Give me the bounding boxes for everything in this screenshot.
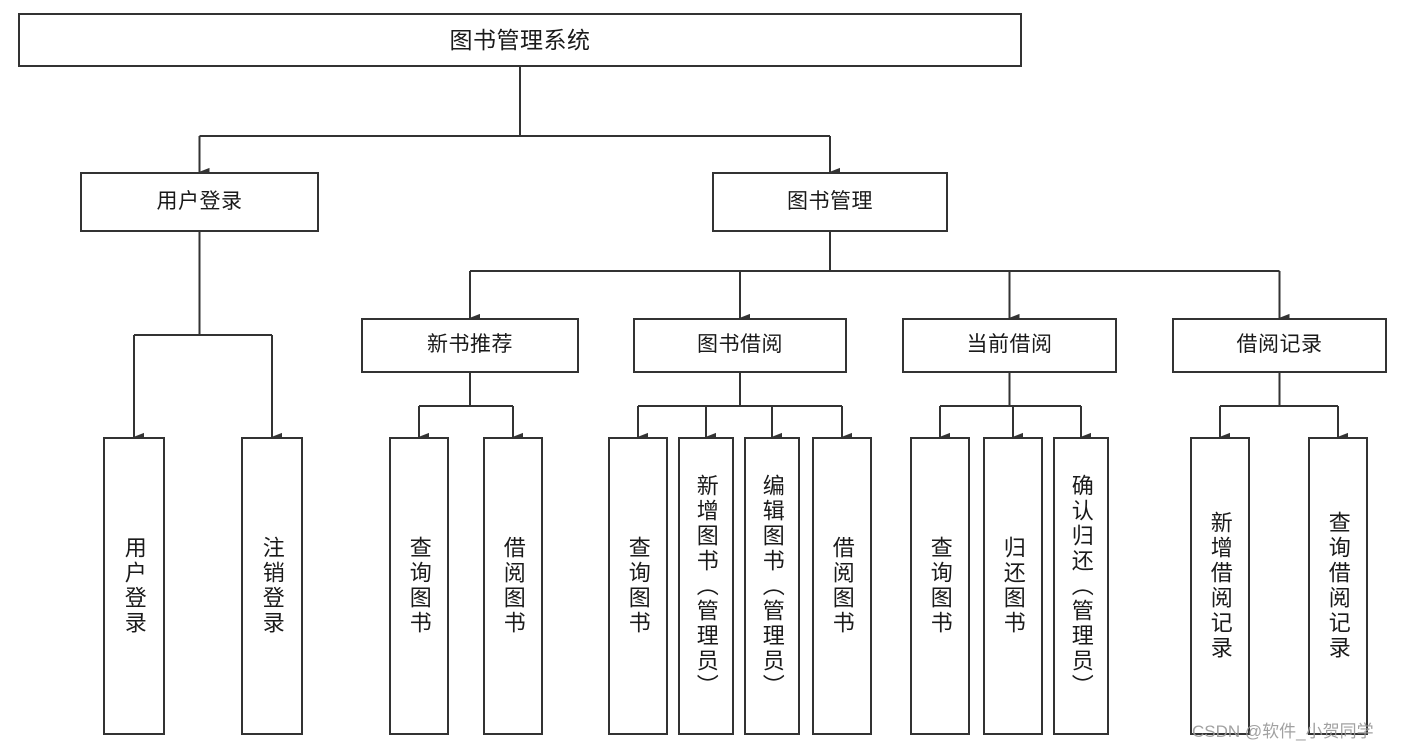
node-leaf_9[interactable]: 归还图书 <box>983 437 1043 735</box>
node-root[interactable]: 图书管理系统 <box>18 13 1022 67</box>
node-label: 图书管理系统 <box>449 26 591 53</box>
node-leaf_0[interactable]: 用户登录 <box>103 437 165 735</box>
node-leaf_2[interactable]: 查询图书 <box>389 437 449 735</box>
node-label: 新书推荐 <box>427 333 513 357</box>
node-l2_1[interactable]: 图书管理 <box>712 172 948 232</box>
node-leaf_3[interactable]: 借阅图书 <box>483 437 543 735</box>
node-label: 新增图书（管理员） <box>693 473 719 699</box>
node-label: 借阅记录 <box>1236 333 1323 357</box>
node-label: 查询图书 <box>406 536 432 636</box>
node-leaf_8[interactable]: 查询图书 <box>910 437 970 735</box>
node-label: 借阅图书 <box>829 536 855 636</box>
node-l3_2[interactable]: 当前借阅 <box>902 318 1117 373</box>
node-l3_3[interactable]: 借阅记录 <box>1172 318 1387 373</box>
node-l2_0[interactable]: 用户登录 <box>80 172 319 232</box>
node-label: 用户登录 <box>156 189 243 213</box>
node-label: 查询借阅记录 <box>1325 511 1351 661</box>
node-leaf_10[interactable]: 确认归还（管理员） <box>1053 437 1109 735</box>
node-label: 图书借阅 <box>697 333 783 357</box>
edge-group <box>132 67 1349 442</box>
node-label: 新增借阅记录 <box>1207 511 1233 661</box>
node-leaf_11[interactable]: 新增借阅记录 <box>1190 437 1250 735</box>
node-l3_0[interactable]: 新书推荐 <box>361 318 579 373</box>
node-leaf_6[interactable]: 编辑图书（管理员） <box>744 437 800 735</box>
node-leaf_1[interactable]: 注销登录 <box>241 437 303 735</box>
node-label: 图书管理 <box>787 189 873 213</box>
node-leaf_5[interactable]: 新增图书（管理员） <box>678 437 734 735</box>
node-label: 借阅图书 <box>500 536 526 636</box>
node-leaf_12[interactable]: 查询借阅记录 <box>1308 437 1368 735</box>
node-label: 编辑图书（管理员） <box>759 473 785 699</box>
node-leaf_4[interactable]: 查询图书 <box>608 437 668 735</box>
node-l3_1[interactable]: 图书借阅 <box>633 318 847 373</box>
node-label: 用户登录 <box>121 536 147 636</box>
node-label: 注销登录 <box>259 536 285 636</box>
csdn-watermark: CSDN @软件_小贺同学 <box>1192 722 1374 741</box>
node-leaf_7[interactable]: 借阅图书 <box>812 437 872 735</box>
node-label: 归还图书 <box>1000 536 1026 636</box>
node-label: 当前借阅 <box>966 333 1053 357</box>
node-label: 查询图书 <box>625 536 651 636</box>
node-label: 确认归还（管理员） <box>1068 473 1094 699</box>
node-label: 查询图书 <box>927 536 953 636</box>
